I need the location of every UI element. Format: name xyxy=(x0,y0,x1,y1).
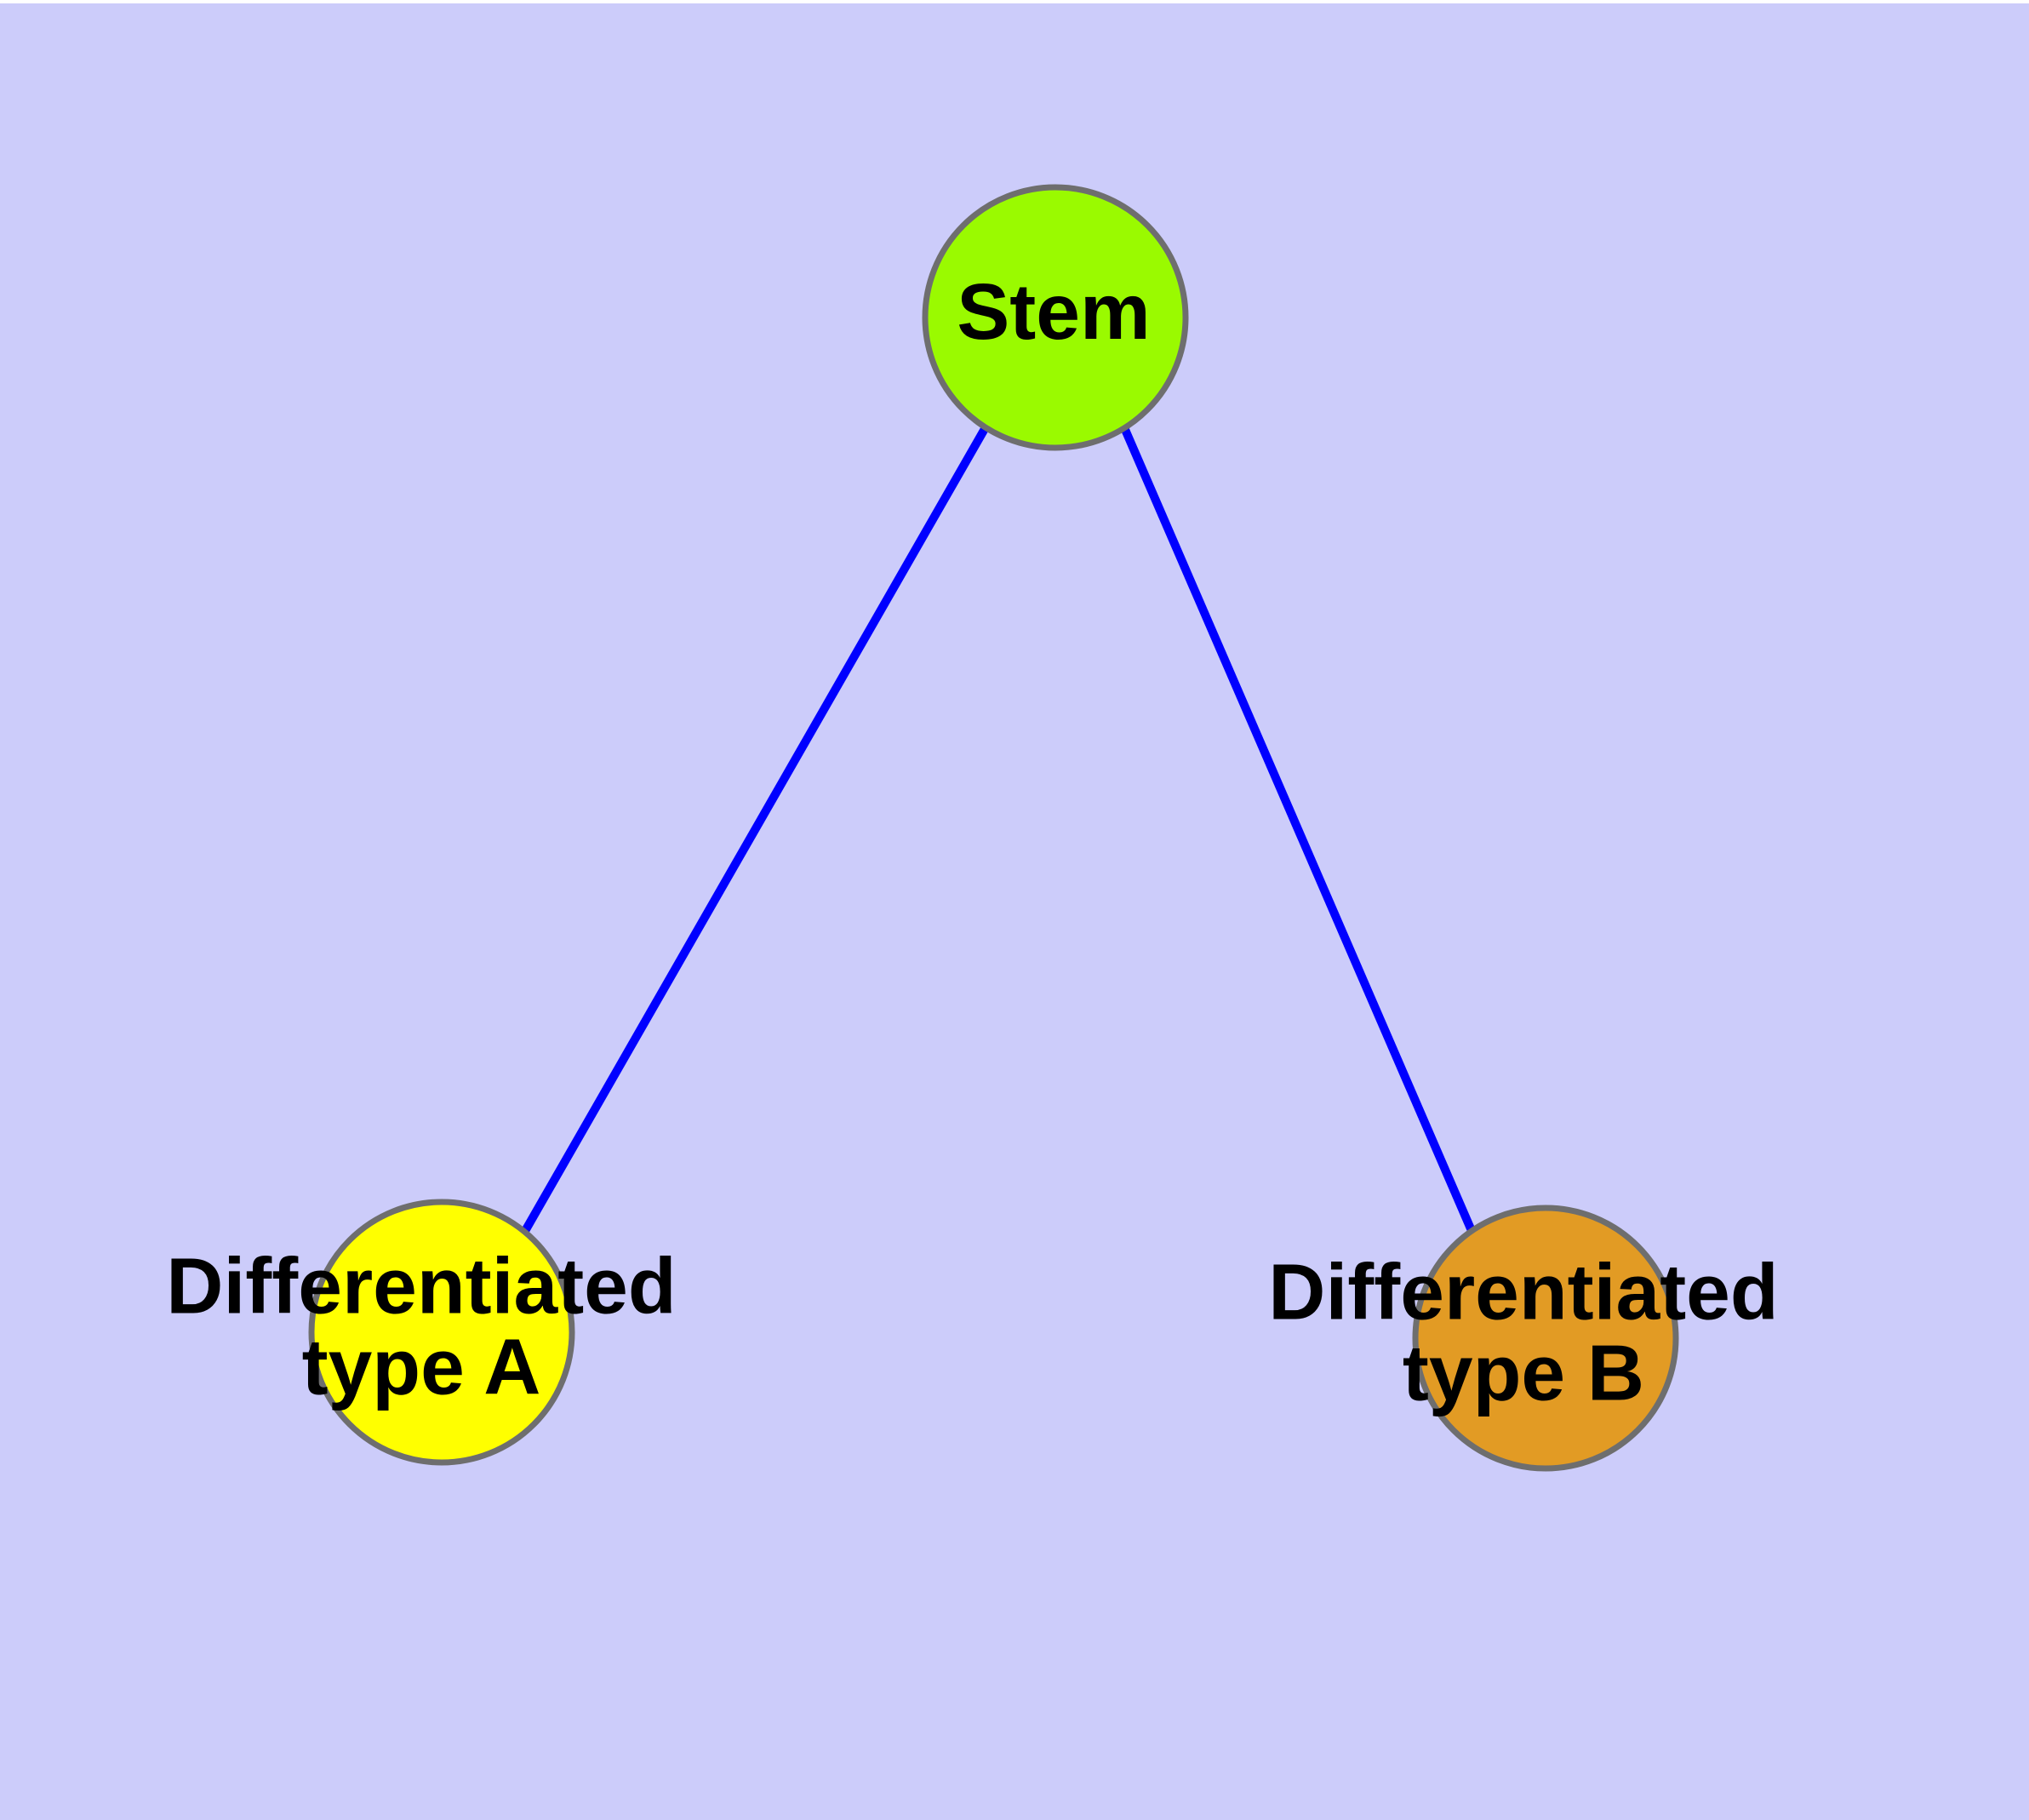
graph-node-stem[interactable]: Stem xyxy=(922,184,1189,451)
node-label-stem: Stem xyxy=(957,267,1150,356)
node-label-line: Stem xyxy=(957,267,1150,356)
node-circle-diff_a[interactable] xyxy=(308,1199,575,1466)
edge-layer xyxy=(521,424,1477,1234)
node-label-line: type B xyxy=(1403,1328,1644,1417)
node-label-line: Differentiated xyxy=(166,1241,676,1330)
node-circle-stem[interactable] xyxy=(922,184,1189,451)
node-label-line: Differentiated xyxy=(1268,1247,1778,1336)
node-label-line: type A xyxy=(302,1322,541,1411)
graph-edge-stem-to-diff-a[interactable] xyxy=(521,425,990,1233)
graph-edge-stem-to-diff-b[interactable] xyxy=(1119,424,1477,1234)
node-circle-diff_b[interactable] xyxy=(1412,1205,1679,1472)
